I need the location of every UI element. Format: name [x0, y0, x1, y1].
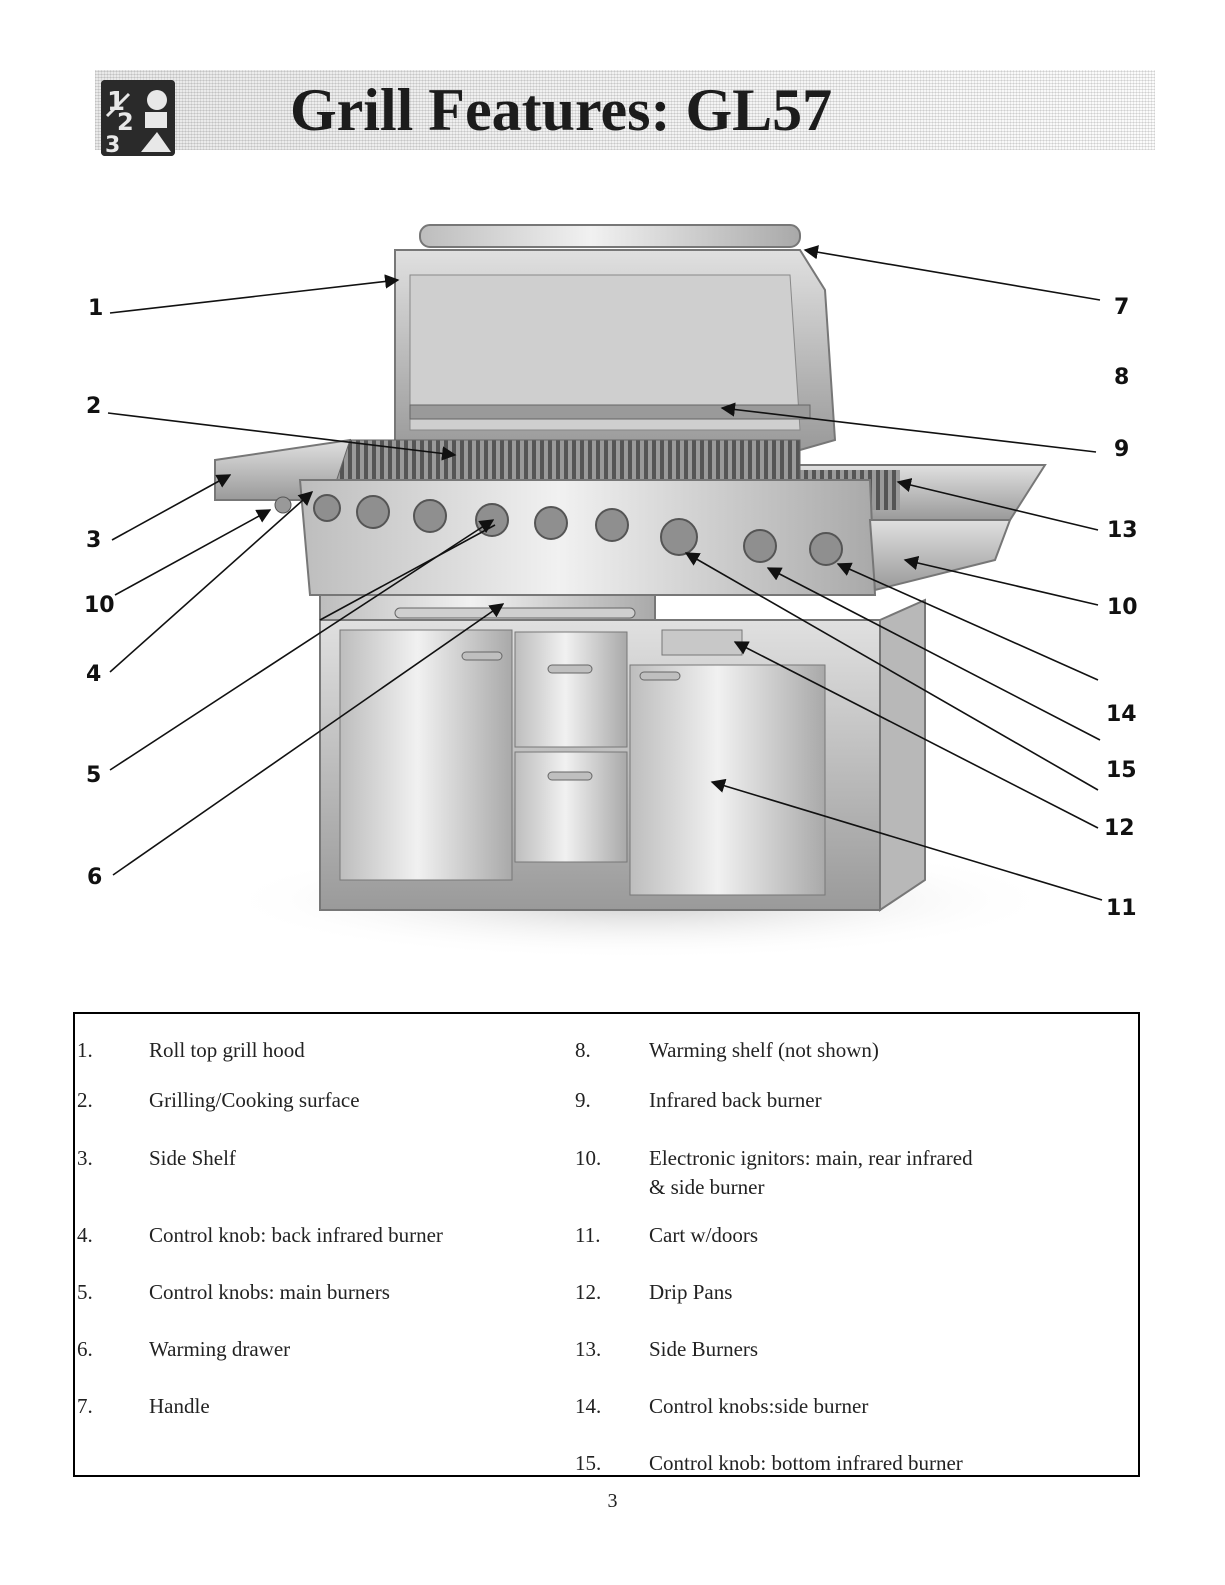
callout-6: 6: [87, 865, 103, 890]
legend-number: 3.: [77, 1146, 93, 1170]
callout-13: 13: [1107, 518, 1138, 543]
legend-number: 13.: [575, 1337, 602, 1361]
legend-text: Control knob: bottom infrared burner: [649, 1451, 963, 1475]
legend-text: Side Burners: [649, 1337, 759, 1361]
legend-number: 9.: [575, 1088, 591, 1112]
legend-number: 2.: [77, 1088, 93, 1112]
legend-text: Grilling/Cooking surface: [149, 1088, 360, 1112]
legend-number: 6.: [77, 1337, 93, 1361]
legend-text: Warming drawer: [149, 1337, 291, 1361]
callout-10-left: 10: [84, 593, 115, 618]
legend-number: 8.: [575, 1038, 591, 1062]
svg-text:2: 2: [117, 108, 134, 136]
callout-12: 12: [1104, 816, 1135, 841]
legend-text: Handle: [149, 1394, 210, 1418]
legend-text: Roll top grill hood: [149, 1038, 305, 1062]
callout-9: 9: [1114, 437, 1130, 462]
legend-text: Control knobs: main burners: [149, 1280, 390, 1304]
legend-number: 4.: [77, 1223, 93, 1247]
legend-text: Infrared back burner: [649, 1088, 822, 1112]
callout-5: 5: [86, 763, 102, 788]
callout-2: 2: [86, 394, 102, 419]
header-band: [95, 70, 1155, 150]
bbq-grill-illustration: [107, 224, 1103, 960]
callout-8: 8: [1114, 365, 1130, 390]
callout-4: 4: [86, 662, 102, 687]
page-title: Grill Features: GL57: [290, 77, 833, 143]
legend-text: Drip Pans: [649, 1280, 733, 1304]
callout-3: 3: [86, 528, 102, 553]
page-number: 3: [607, 1490, 618, 1512]
svg-text:3: 3: [105, 133, 120, 156]
legend-text: Control knob: back infrared burner: [149, 1223, 443, 1247]
legend-number: 14.: [575, 1394, 602, 1418]
callout-7: 7: [1114, 295, 1130, 320]
legend-number: 12.: [575, 1280, 602, 1304]
callout-14: 14: [1106, 702, 1137, 727]
legend-text: Side Shelf: [149, 1146, 236, 1170]
grill-diagram: 1 2 3 10 4 5 6 7 8 9 13 10 14 15 12 11: [0, 200, 1225, 980]
callout-10-right: 10: [1107, 595, 1138, 620]
legend-number: 10.: [575, 1146, 602, 1170]
legend-text: Control knobs:side burner: [649, 1394, 869, 1418]
callout-1: 1: [88, 296, 104, 321]
steps-1-2-3-icon: 1 2 3: [101, 80, 175, 158]
legend-text: Warming shelf (not shown): [649, 1038, 879, 1062]
legend-number: 7.: [77, 1394, 93, 1418]
legend-text: Electronic ignitors: main, rear infrared: [649, 1146, 973, 1170]
callout-11: 11: [1106, 896, 1137, 921]
legend-text: Cart w/doors: [649, 1223, 759, 1247]
features-legend: 1. Roll top grill hood 2. Grilling/Cooki…: [73, 1012, 1140, 1477]
legend-number: 5.: [77, 1280, 93, 1304]
legend-number: 11.: [575, 1223, 601, 1247]
legend-number: 1.: [77, 1038, 93, 1062]
callout-15: 15: [1106, 758, 1137, 783]
legend-text-continued: & side burner: [649, 1175, 765, 1199]
legend-number: 15.: [575, 1451, 602, 1475]
